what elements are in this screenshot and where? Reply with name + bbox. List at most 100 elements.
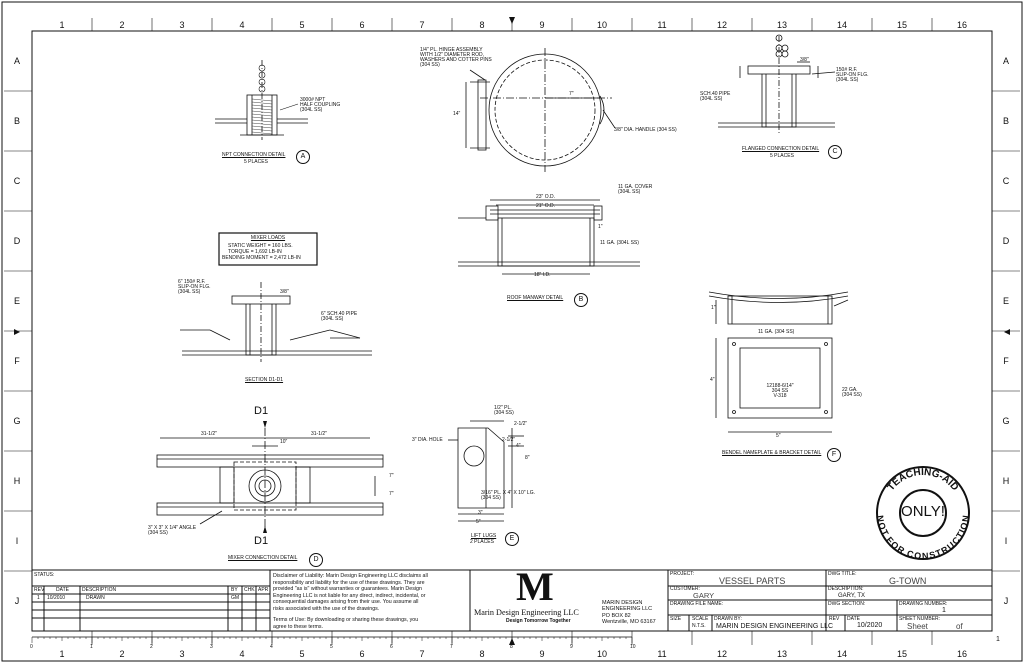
npt-ref-bubble: A	[296, 150, 310, 164]
lug-title: LIFT LUGS	[471, 533, 497, 539]
mixer-section-top: D1	[254, 405, 269, 417]
loads-line-2: TORQUE = 1,692 LB-IN	[228, 249, 282, 255]
status-label: STATUS:	[34, 572, 55, 578]
grid-column-label: 4	[239, 649, 245, 659]
flanged-detail-title: FLANGED CONNECTION DETAIL	[742, 146, 820, 152]
grid-row-label: E	[1002, 296, 1009, 306]
grid-row-label: I	[15, 536, 19, 546]
npt-detail-title: NPT CONNECTION DETAIL	[222, 152, 286, 158]
loads-line-1: STATIC WEIGHT = 160 LBS.	[228, 243, 293, 249]
grid-column-label: 9	[539, 649, 545, 659]
project-label: PROJECT:	[670, 571, 695, 577]
disclaimer-text: Disclaimer of Liability: Marin Design En…	[273, 573, 428, 613]
grid-column-label: 11	[657, 649, 667, 659]
grid-column-label: 2	[119, 649, 125, 659]
grid-row-label: C	[1002, 176, 1010, 186]
mixer-section-bottom: D1	[254, 535, 269, 547]
grid-column-label: 7	[419, 649, 425, 659]
npt-detail-count: 5 PLACES	[244, 159, 268, 165]
rev-header-date: DATE	[56, 587, 69, 593]
grid-row-label: E	[13, 296, 20, 306]
dwg-section-label: DWG SECTION:	[828, 601, 866, 607]
grid-column-label: 3	[179, 649, 185, 659]
description-label: DESCRIPTION:	[828, 586, 864, 592]
rev-header-apr: APR	[258, 587, 269, 593]
thread-line	[251, 116, 273, 120]
manway-detail-title: ROOF MANWAY DETAIL	[507, 295, 564, 301]
nameplate-ga22-callout: 22 GA. (304 SS)	[842, 387, 862, 398]
thread-line	[251, 98, 273, 102]
scale-bar-label: 7	[450, 644, 453, 650]
stamp-bottom-path: NOT FOR CONSTRUCTION	[875, 515, 971, 561]
thread-line	[251, 131, 273, 135]
drawing-number-label: DRAWING NUMBER:	[899, 601, 948, 607]
grid-column-label: 16	[956, 649, 967, 659]
loads-heading: MIXER LOADS	[250, 235, 286, 241]
nameplate-dim-1: 1"	[711, 305, 716, 311]
grid-row-label: J	[14, 596, 20, 606]
file-name-label: DRAWING FILE NAME:	[670, 601, 724, 607]
manway-id: 18" I.D.	[534, 272, 551, 278]
mixer-ref-bubble: D	[309, 553, 323, 567]
rev-label: REV	[829, 616, 840, 622]
scale-bar-label: 9	[570, 644, 573, 650]
grid-row-label: H	[1002, 476, 1010, 486]
grid-column-label: 11	[657, 20, 667, 30]
section-dim: 3/8"	[280, 289, 289, 295]
thread-line	[251, 128, 273, 132]
scale-value: N.T.S.	[692, 623, 706, 629]
grid-column-label: 12	[716, 649, 727, 659]
grid-column-label: 14	[836, 649, 847, 659]
mixer-angle-callout: 3" X 3" X 1/4" ANGLE (304 SS)	[148, 525, 197, 536]
project-value: VESSEL PARTS	[719, 576, 786, 586]
scale-label: SCALE	[692, 616, 709, 622]
lug-dim-5: 3"	[478, 510, 483, 516]
grid-column-label: 2	[119, 20, 125, 30]
scale-bar-label: 3	[210, 644, 213, 650]
grid-row-label: A	[1002, 56, 1009, 66]
scale-bar-label: 6	[390, 644, 393, 650]
sheet-value: Sheet	[907, 622, 928, 631]
thread-line	[251, 104, 273, 108]
hinge-dim-v: 14"	[453, 111, 461, 117]
thread-line	[251, 101, 273, 105]
thread-line	[251, 122, 273, 126]
size-label: SIZE	[670, 616, 682, 622]
stamp-center-text: ONLY!	[901, 503, 945, 520]
scale-bar-label: 0	[30, 644, 33, 650]
grid-column-label: 8	[479, 20, 485, 30]
lug-hole-callout: 3" DIA. HOLE	[412, 437, 443, 443]
scale-bar-label: 8	[510, 644, 513, 650]
thread-line	[251, 125, 273, 129]
manway-small-dim: 1"	[598, 224, 603, 230]
lug-plate-size: 3/16" PL. X 4" X 10" LG. (304 SS)	[481, 490, 535, 501]
nameplate-text: 12188-6/14" 304 SS V-318	[766, 383, 794, 399]
rev-header-rev: REV	[34, 587, 45, 593]
grid-row-label: B	[13, 116, 20, 126]
flanged-flange-callout: 150# R.F. SLIP-ON FLG. (304L SS)	[836, 67, 869, 83]
sheet-of: of	[956, 622, 963, 631]
grid-column-label: 1	[59, 20, 65, 30]
drawn-by-label: DRAWN BY:	[714, 616, 742, 622]
date-value: 10/2020	[857, 622, 883, 629]
section-flange-callout: 6" 150# R.F. SLIP-ON FLG. (304L SS)	[178, 279, 211, 295]
dwg-title-value: G-TOWN	[889, 576, 927, 586]
nameplate-ga-callout: 11 GA. (304 SS)	[758, 329, 795, 335]
grid-row-label: D	[1002, 236, 1010, 246]
company-logo-mark: M	[516, 564, 554, 609]
grid-row-label: C	[13, 176, 21, 186]
grid-column-label: 15	[896, 20, 907, 30]
terms-text: Terms of Use: By downloading or sharing …	[273, 617, 419, 630]
lug-dim-2: 2-1/2"	[502, 437, 516, 443]
date-label: DATE	[847, 616, 860, 622]
grid-column-label: 8	[479, 649, 485, 659]
mixer-detail-title: MIXER CONNECTION DETAIL	[228, 555, 298, 561]
loads-line-3: BENDING MOMENT = 2,472 LB-IN	[222, 255, 301, 261]
grid-column-label: 14	[836, 20, 847, 30]
mixer-dim-r2: 7"	[389, 491, 394, 497]
grid-row-label: F	[14, 356, 20, 366]
lug-count: 2 PLACES	[470, 539, 494, 545]
grid-column-label: 5	[299, 649, 305, 659]
nameplate-ref-bubble: F	[827, 448, 841, 462]
grid-column-label: 13	[776, 20, 787, 30]
